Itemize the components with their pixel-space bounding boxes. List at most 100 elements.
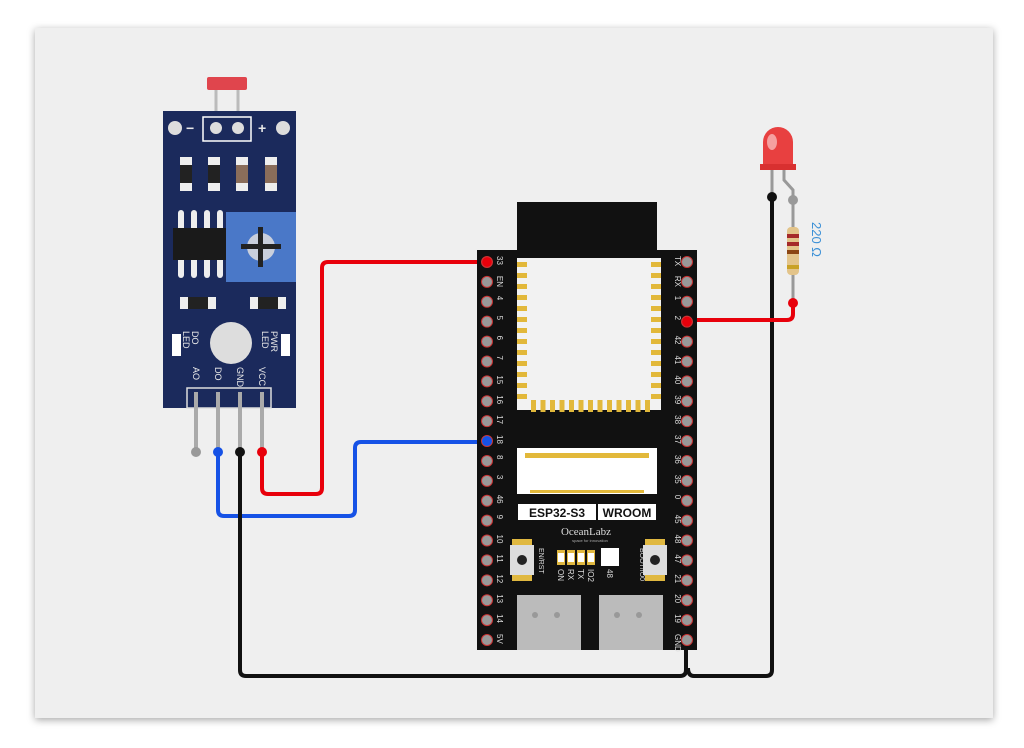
red-led [760,127,796,230]
led-gnd-wire [686,197,774,678]
pin-label-gnd: GND [235,367,245,388]
mounting-hole [276,121,290,135]
pin-36[interactable] [681,454,693,467]
pin-0[interactable] [681,494,693,507]
pin-label: 16 [495,395,504,404]
pin-42[interactable] [681,335,693,348]
boot-button[interactable] [643,539,667,581]
led-label-on: ON [556,569,565,581]
pin-20[interactable] [681,594,693,607]
pin-label: 14 [495,614,504,623]
comparator-chip [173,210,227,278]
pin-37[interactable] [681,435,693,448]
pin-label: 47 [673,554,682,563]
pin-label: 21 [673,574,682,583]
photoresistor [207,77,247,90]
pin-label: 39 [673,395,682,404]
pin-48[interactable] [681,534,693,547]
status-leds [557,550,595,565]
pin-35[interactable] [681,474,693,487]
pin-label: 15 [495,375,504,384]
pin-16[interactable] [481,395,493,408]
pin-label-vcc: VCC [257,367,267,387]
pin-38[interactable] [681,415,693,428]
pin-8[interactable] [481,454,493,467]
pin-17[interactable] [481,415,493,428]
pin-label: 1 [673,296,682,301]
sensor-led-dome [210,322,252,364]
rgb-led [601,548,619,566]
pin-9[interactable] [481,514,493,527]
pin-7[interactable] [481,355,493,368]
pin-19[interactable] [681,614,693,627]
pin-header [186,387,272,409]
wroom-module [517,258,661,410]
pin-label: 17 [495,415,504,424]
pin-label: GND [673,634,682,652]
pin-label: 9 [495,515,504,520]
pin-label: 36 [673,455,682,464]
pin-15[interactable] [481,375,493,388]
brand-tagline: space for innovation [572,538,608,543]
pin-rx[interactable] [681,275,693,288]
rgb-led-label: 48 [605,569,614,578]
pin-45[interactable] [681,514,693,527]
pin-en[interactable] [481,275,493,288]
usb-c-port[interactable] [517,595,581,650]
pin-5[interactable] [481,315,493,328]
pin-label-ao: AO [191,367,201,380]
resistor-label: 220 Ω [809,222,824,257]
pin-label: 2 [673,316,682,321]
usb-c-port[interactable] [599,595,663,650]
pin-13[interactable] [481,594,493,607]
pin-41[interactable] [681,355,693,368]
pin-label: 10 [495,535,504,544]
pin-gnd[interactable] [681,634,693,646]
pin-label: 7 [495,355,504,360]
pin-label: EN [495,276,504,287]
pin-3[interactable] [481,474,493,487]
reset-button-label: EN/RST [537,548,544,574]
pin-label: 42 [673,336,682,345]
pin-label: 46 [495,495,504,504]
reset-button[interactable] [510,539,534,581]
antenna [517,202,657,254]
boot-button-label: BOOT/IO0 [638,548,645,581]
esp32-s3-board: ESP32-S3 WROOM OceanLabz space for innov… [477,202,697,652]
pin-46[interactable] [481,494,493,507]
led-signal-wire [687,303,795,322]
pin-11[interactable] [481,554,493,567]
pin-label: 40 [673,375,682,384]
pin-5v[interactable] [481,634,493,646]
module-label: WROOM [603,506,652,520]
pin-label: 12 [495,574,504,583]
pin-12[interactable] [481,574,493,587]
pin-10[interactable] [481,534,493,547]
pin-39[interactable] [681,395,693,408]
potentiometer[interactable] [226,212,296,282]
pin-47[interactable] [681,554,693,567]
pin-label: 4 [495,296,504,301]
do-led [172,334,181,356]
ao-pin-end [191,447,201,457]
pin-1[interactable] [681,295,693,308]
pin-40[interactable] [681,375,693,388]
pin-label: 20 [673,594,682,603]
pin-label-do: DO [213,367,223,381]
led-label-rx: RX [566,569,575,581]
pin-6[interactable] [481,335,493,348]
vcc-wire [260,260,487,496]
pin-label: 35 [673,475,682,484]
pin-label: 38 [673,415,682,424]
plus-label: + [258,120,266,136]
pin-label: 48 [673,535,682,544]
do-led-label: DO [190,331,200,345]
pin-4[interactable] [481,295,493,308]
pin-tx[interactable] [681,256,693,268]
led-label-tx: TX [576,569,585,580]
pin-label: 13 [495,594,504,603]
pin-21[interactable] [681,574,693,587]
pin-14[interactable] [481,614,493,627]
pin-label: 6 [495,336,504,341]
light-sensor-module: − + DO LED PWR LED AO DO GND VCC [163,77,296,457]
